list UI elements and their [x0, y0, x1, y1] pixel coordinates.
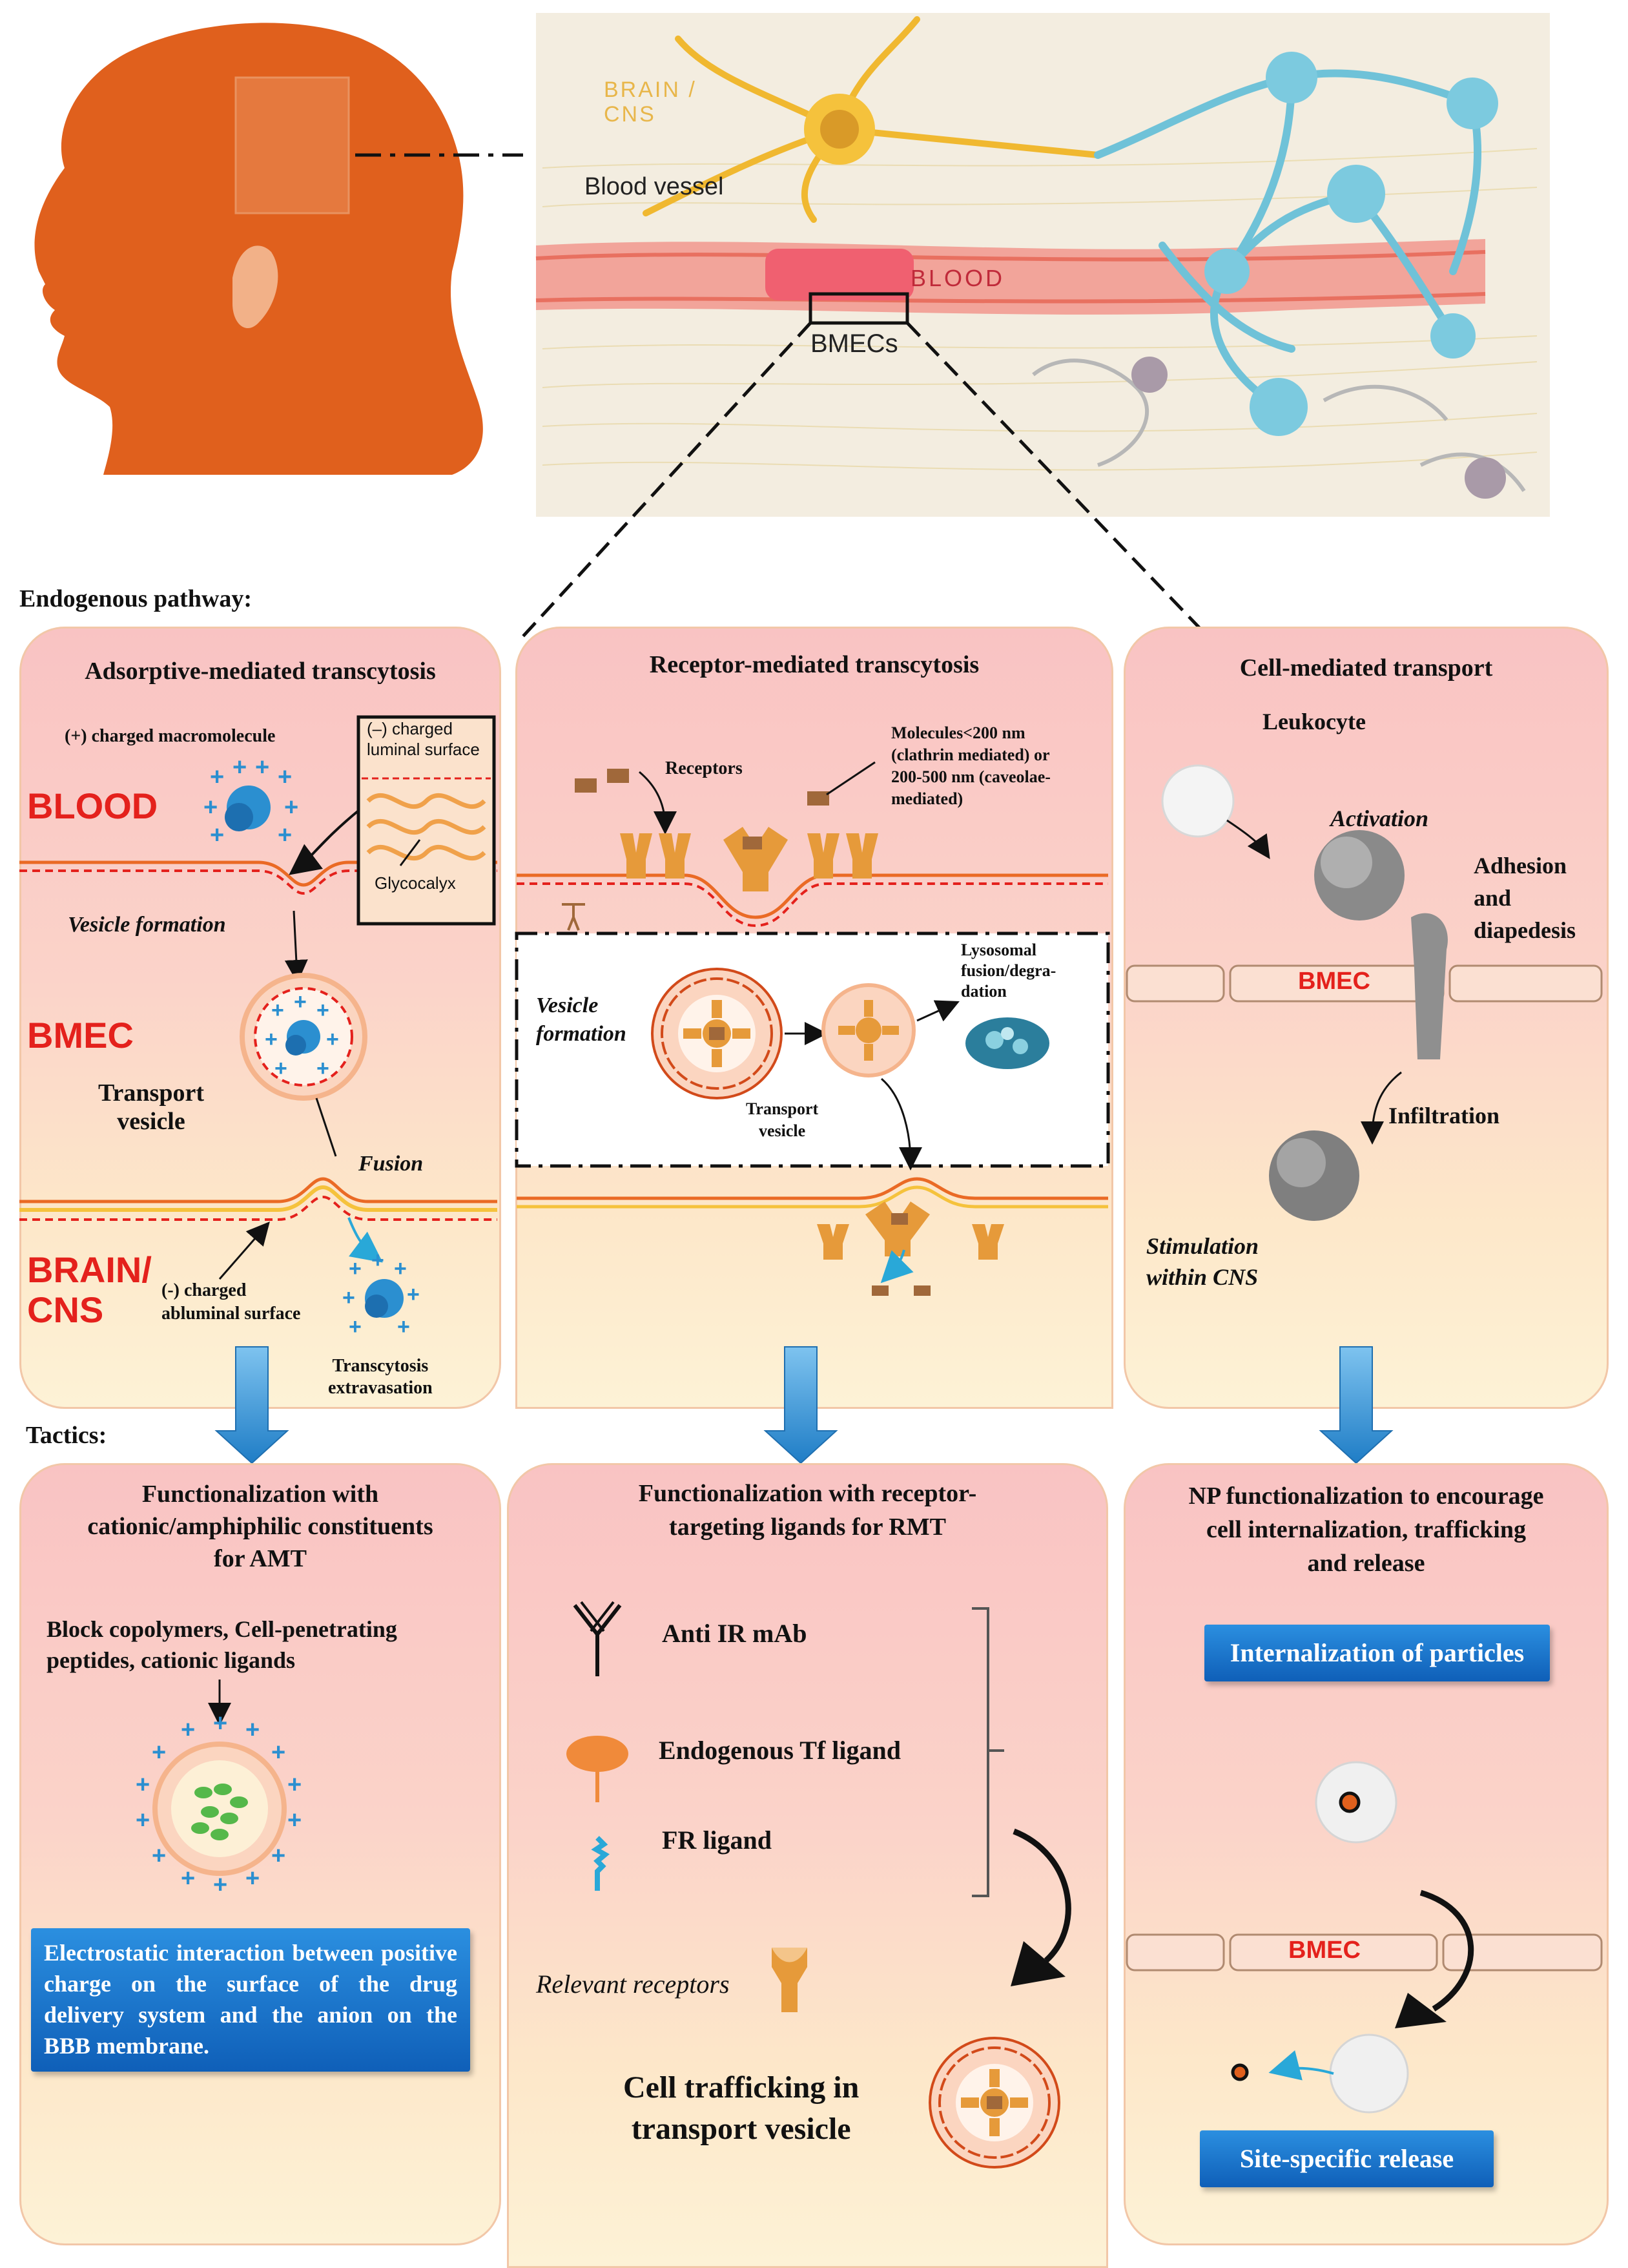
lysosomal-label: Lysosomal fusion/degra- dation: [961, 941, 1056, 1001]
cmt-title: Cell-mediated transport: [1239, 654, 1493, 681]
cmt-bmec-label: BMEC: [1298, 968, 1370, 995]
ligand-anti-ir-mab: Anti IR mAb: [662, 1619, 807, 1648]
brain-cns-label: BRAIN / CNS: [604, 78, 697, 127]
blood-vessel-label: Blood vessel: [584, 173, 724, 200]
tactic-cmt-bmec-label: BMEC: [1288, 1937, 1361, 1964]
blood-label: BLOOD: [911, 265, 1005, 291]
rmt-vesicle-formation-label: Vesicle formation: [536, 994, 626, 1046]
neg-luminal-label: (–) charged luminal surface: [367, 719, 480, 759]
tactics-label: Tactics:: [26, 1422, 107, 1449]
tactic-cmt-title: NP functionalization to encourage cell i…: [1188, 1483, 1544, 1577]
amt-constituents-label: Block copolymers, Cell-penetrating pepti…: [46, 1616, 397, 1673]
pos-macromolecule-label: (+) charged macromolecule: [65, 726, 276, 746]
tactic-amt-title: Functionalization with cationic/amphiphi…: [87, 1481, 433, 1572]
tactic-amt-panel: Functionalization with cationic/amphiphi…: [19, 1463, 501, 2245]
endogenous-pathway-label: Endogenous pathway:: [19, 585, 252, 612]
amt-blood-label: BLOOD: [27, 785, 158, 826]
adhesion-label: Adhesion and diapedesis: [1474, 853, 1576, 943]
stimulation-label: Stimulation within CNS: [1146, 1233, 1259, 1290]
site-specific-release-box: Site-specific release: [1200, 2130, 1494, 2187]
cmt-panel: Cell-mediated transport: [1124, 627, 1609, 1409]
amt-vesicle-formation-label: Vesicle formation: [68, 913, 226, 937]
amt-transport-vesicle-label: Transport vesicle: [98, 1079, 204, 1135]
ligand-endogenous-tf: Endogenous Tf ligand: [659, 1736, 901, 1765]
infiltration-label: Infiltration: [1388, 1103, 1500, 1129]
cell-trafficking-label: Cell trafficking in transport vesicle: [623, 2070, 860, 2146]
transcytosis-label: Transcytosis extravasation: [328, 1356, 433, 1398]
relevant-receptors-label: Relevant receptors: [536, 1970, 730, 1999]
tactic-cmt-panel: NP functionalization to encourage cell i…: [1124, 1463, 1609, 2245]
receptors-label: Receptors: [665, 758, 743, 778]
glycocalyx-label: Glycocalyx: [375, 873, 456, 893]
neg-abluminal-label: (-) charged abluminal surface: [161, 1280, 301, 1324]
amt-bmec-label: BMEC: [27, 1015, 134, 1056]
ligand-fr: FR ligand: [662, 1826, 772, 1855]
rmt-transport-vesicle-label: Transport vesicle: [746, 1099, 819, 1140]
rmt-title: Receptor-mediated transcytosis: [649, 651, 980, 678]
bmecs-label: BMECs: [810, 329, 898, 358]
tactic-rmt-title: Functionalization with receptor- targeti…: [638, 1480, 977, 1541]
leukocyte-label: Leukocyte: [1262, 709, 1366, 734]
activation-label: Activation: [1330, 806, 1428, 831]
amt-brain-cns-label: BRAIN/ CNS: [27, 1249, 152, 1330]
molecules-label: Molecules<200 nm (clathrin mediated) or …: [891, 723, 1051, 808]
fusion-label: Fusion: [358, 1152, 424, 1176]
amt-title: Adsorptive-mediated transcytosis: [85, 658, 436, 685]
electrostatic-box: Electrostatic interaction between positi…: [31, 1928, 470, 2072]
internalization-box: Internalization of particles: [1204, 1625, 1550, 1681]
